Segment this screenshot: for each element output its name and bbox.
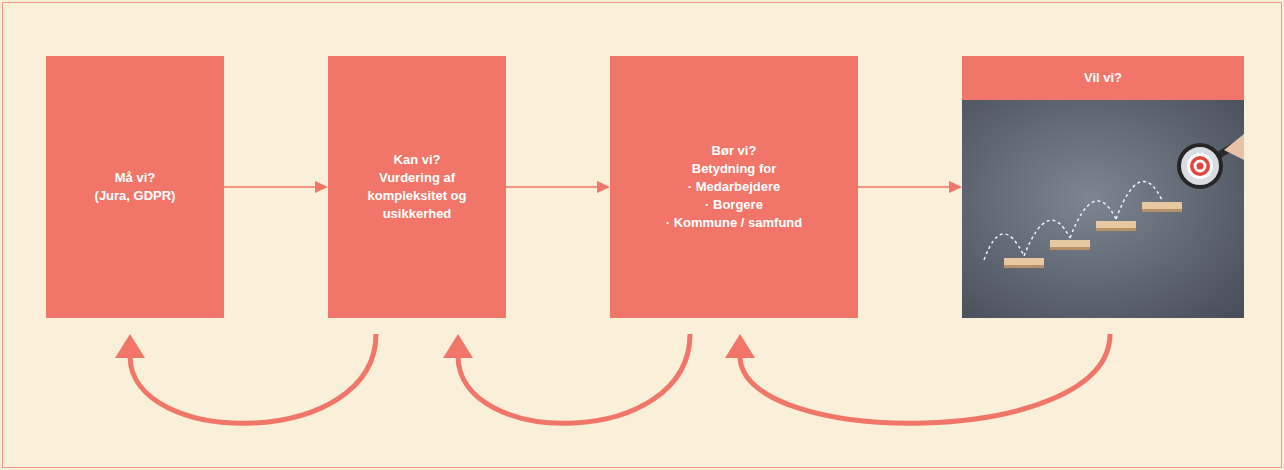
box-text: · Borgere <box>705 196 763 214</box>
box-heading: Kan vi? <box>394 151 441 169</box>
process-box: Kan vi?Vurdering af kompleksitet og usik… <box>328 56 506 318</box>
header-band: Vil vi? <box>962 56 1244 100</box>
box-text: Vurdering af kompleksitet og usikkerhed <box>340 169 494 224</box>
steps-target-photo <box>962 100 1244 318</box>
flow-arrow <box>858 181 962 193</box>
box-heading: Bør vi? <box>712 142 757 160</box>
flow-arrow <box>224 181 328 193</box>
flow-arrow <box>506 181 610 193</box>
box-heading: Vil vi? <box>1084 69 1122 87</box>
box-text: (Jura, GDPR) <box>95 187 176 205</box>
box-heading: Må vi? <box>115 169 155 187</box>
process-box: Bør vi?Betydning for· Medarbejdere· Borg… <box>610 56 858 318</box>
box-text: · Kommune / samfund <box>666 214 803 232</box>
flow-arrow <box>443 334 690 423</box>
process-box: Må vi?(Jura, GDPR) <box>46 56 224 318</box>
flow-arrow <box>725 334 1110 423</box>
box-text: Betydning for <box>692 160 777 178</box>
image-panel: Vil vi? <box>962 56 1244 318</box>
flow-arrow <box>115 334 376 423</box>
box-text: · Medarbejdere <box>688 178 780 196</box>
